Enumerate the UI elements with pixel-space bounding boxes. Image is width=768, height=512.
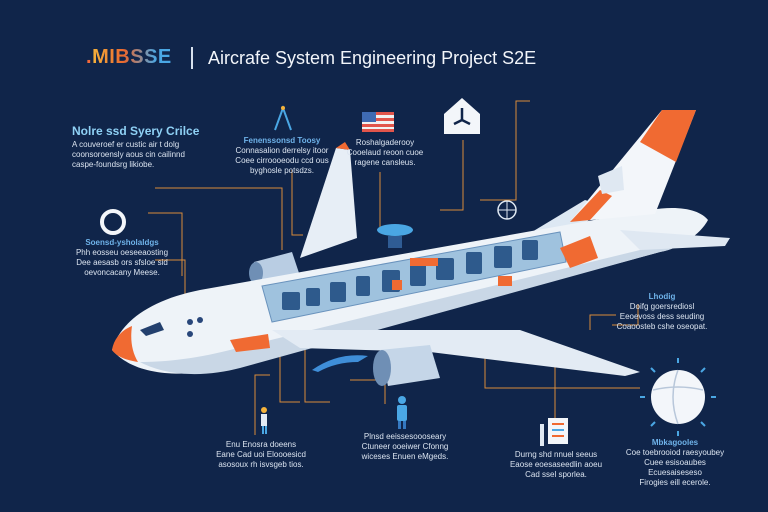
- blue-component: [312, 355, 368, 372]
- near-engine: [373, 345, 440, 386]
- callout-mid-left-heading: Soensd-ysholaldgs: [85, 238, 159, 247]
- callout-right-body: Doifg goersrediosl Eeoevoss dess seuding…: [616, 302, 708, 331]
- tool-icon: [444, 98, 480, 134]
- callout-bottom-right2-heading: Mbkagooles: [651, 438, 699, 447]
- brand-logo: .MIBSSE: [86, 46, 172, 68]
- gauge-icon: [640, 358, 716, 436]
- engineer-icon: [397, 396, 407, 429]
- callout-right-heading: Lhodig: [648, 292, 676, 301]
- callout-top-mid-body: Connasalion derrelsy itoor Coee cirroooe…: [235, 146, 329, 175]
- radar-dish-icon: [377, 224, 413, 248]
- callout-mid-left: Soensd-ysholaldgs Phh eosseu oeseeaostin…: [72, 238, 172, 278]
- callout-top-left-heading: Nolre ssd Syery Crilce: [72, 124, 200, 138]
- header-divider: [191, 47, 193, 69]
- leader-lines: [148, 100, 640, 435]
- page-title: Aircrafe System Engineering Project S2E: [208, 48, 537, 68]
- callout-right: Lhodig Doifg goersrediosl Eeoevoss dess …: [612, 292, 712, 332]
- lifebuoy-icon: [100, 209, 126, 235]
- compass-icon: [274, 105, 292, 131]
- h-stabilizer: [620, 230, 730, 250]
- callout-top-mid-heading: Fenenssonsd Toosy: [243, 136, 321, 145]
- callout-top-mid: Fenenssonsd Toosy Connasalion derrelsy i…: [232, 136, 332, 176]
- nose-cone: [112, 326, 138, 362]
- callout-mid-left-body: Phh eosseu oeseeaosting Dee aesasb ors s…: [75, 248, 169, 277]
- callout-bottom-mid-body: Plnsd eeissesoooseary Ctuneer ooeiwer Cf…: [361, 432, 449, 461]
- globe-icon: [497, 200, 517, 220]
- near-wing: [272, 330, 640, 376]
- upper-wing: [300, 148, 357, 258]
- callout-bottom-right2: Mbkagooles Coe toebrooiod raesyoubey Cue…: [620, 438, 730, 488]
- callout-top-flag-body: Roshalgaderooy Cooelaud reoon cuoe ragen…: [346, 138, 424, 167]
- checklist-icon: [540, 418, 568, 446]
- callout-bottom-left-body: Enu Enosra doeens Eane Cad uoi Eloooesic…: [216, 440, 306, 469]
- flag-icon: [362, 112, 394, 132]
- callout-top-left-body: A couveroef er custic air t dolg coonsor…: [72, 140, 185, 169]
- person-icon: [261, 407, 267, 434]
- callout-bottom-right1-body: Durng shd nnuel seeus Eaose eoesaseedlin…: [509, 450, 603, 479]
- callout-bottom-right2-body: Coe toebrooiod raesyoubey Cuee esisoaube…: [625, 448, 725, 487]
